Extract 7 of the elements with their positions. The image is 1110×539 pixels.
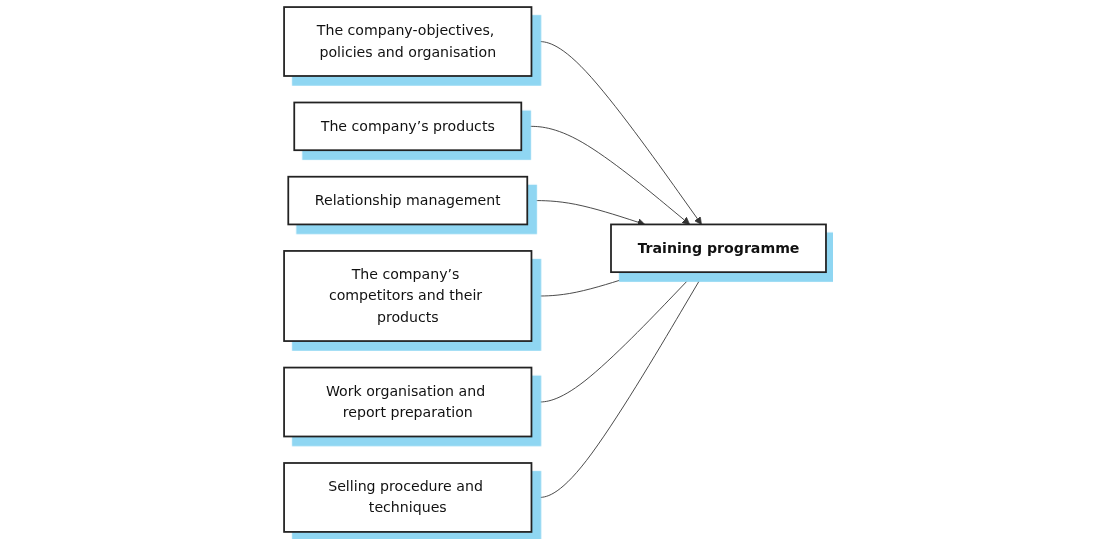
node-box: Training programme	[610, 223, 827, 274]
node-box: Relationship management	[287, 175, 529, 226]
node-box: Selling procedure and techniques	[283, 462, 533, 533]
node-box: The company’s products	[293, 101, 523, 152]
node-box: Work organisation and report preparation	[283, 366, 533, 438]
node-box: The company-objectives, policies and organisation	[283, 6, 533, 77]
node-box: The company’s competitors and their products	[283, 250, 533, 342]
